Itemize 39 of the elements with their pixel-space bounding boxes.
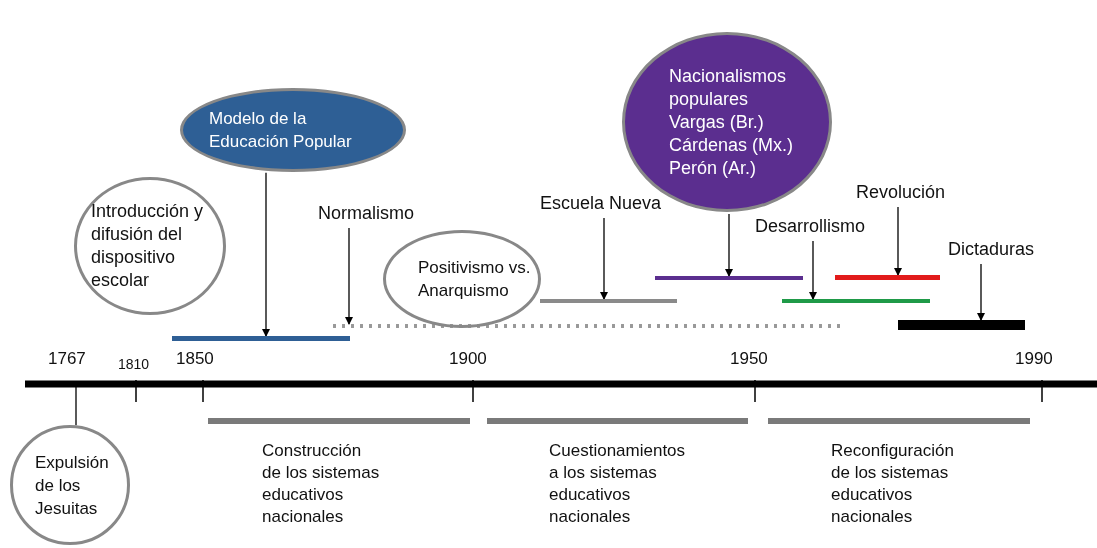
event-label: Dictaduras	[948, 236, 1058, 262]
period-bar	[898, 320, 1025, 330]
event-text: Perón (Ar.)	[669, 156, 758, 180]
period-bar	[172, 336, 350, 341]
arrow	[809, 240, 817, 300]
period-bar	[782, 299, 930, 303]
arrow	[345, 227, 353, 325]
arrow	[600, 217, 608, 300]
event-text: Positivismo vs. Anarquismo	[418, 257, 532, 302]
year-label: 1900	[449, 348, 487, 370]
event-text: Introducción y difusión del dispositivo escolar	[91, 200, 205, 292]
event-ellipse	[383, 230, 541, 328]
event-text: Nacionalismos populares	[669, 64, 788, 111]
year-label: 1990	[1015, 348, 1053, 370]
event-label: Desarrollismo	[755, 213, 895, 239]
event-text: Modelo de la Educación Popular	[209, 108, 353, 153]
period-label: Reconfiguración de los sistemas educativos nacionales	[831, 440, 955, 528]
event-text: Vargas (Br.)	[669, 110, 765, 134]
arrow	[725, 213, 733, 277]
arrow	[894, 206, 902, 276]
period-bar	[655, 276, 803, 280]
event-text: Cárdenas (Mx.)	[669, 133, 795, 157]
arrow	[977, 263, 985, 321]
leader-line	[75, 386, 77, 426]
arrow	[262, 172, 270, 337]
event-label: Normalismo	[318, 200, 438, 226]
year-label: 1767	[48, 348, 86, 370]
period-bar	[540, 299, 677, 303]
year-label: 1810	[118, 355, 150, 374]
year-label: 1950	[730, 348, 768, 370]
period-label: Construcción de los sistemas educativos nacionales	[262, 440, 381, 528]
period-bar	[835, 275, 940, 280]
event-ellipse	[74, 177, 226, 315]
period-label: Cuestionamientos a los sistemas educativos nacionales	[549, 440, 687, 528]
event-text: Expulsión de los Jesuitas	[35, 451, 110, 520]
year-label: 1850	[176, 348, 214, 370]
event-ellipse	[10, 425, 130, 545]
event-label: Revolución	[856, 179, 966, 205]
event-label: Escuela Nueva	[540, 190, 680, 216]
